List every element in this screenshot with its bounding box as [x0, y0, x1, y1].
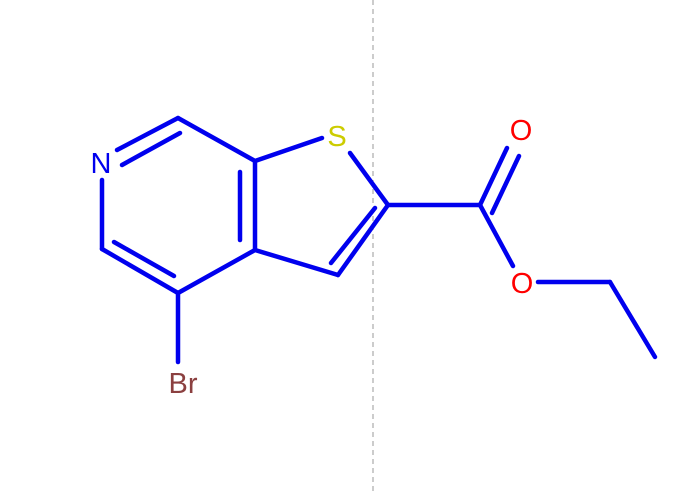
bond-s-c2	[347, 150, 391, 208]
bond-ch2-ch3	[607, 279, 658, 360]
bond-n-c7-inner	[119, 130, 183, 168]
atom-nitrogen-label: N	[91, 148, 112, 180]
bond-c2-c3	[335, 202, 391, 278]
bond-carbonyl-o-double-b	[489, 153, 522, 216]
bond-c3a-c4	[175, 247, 258, 296]
bond-c4-c5-inner	[111, 239, 177, 279]
atom-carbonyl-oxygen-label: O	[510, 115, 533, 147]
bond-c3-c3a	[252, 247, 341, 278]
bond-n-c7	[114, 115, 181, 153]
bond-c4-c5	[99, 246, 181, 296]
bond-c7-c7a	[175, 115, 258, 164]
atom-bromine-label: Br	[169, 368, 198, 400]
atom-ester-oxygen-label: O	[511, 268, 534, 300]
atom-sulfur-label: S	[327, 121, 346, 153]
bond-carbonyl-o-ester	[477, 202, 516, 269]
bond-c7a-s	[252, 135, 325, 164]
bond-carbonyl-o-double-a	[477, 145, 510, 208]
bond-c2-c3-inner	[328, 205, 378, 266]
